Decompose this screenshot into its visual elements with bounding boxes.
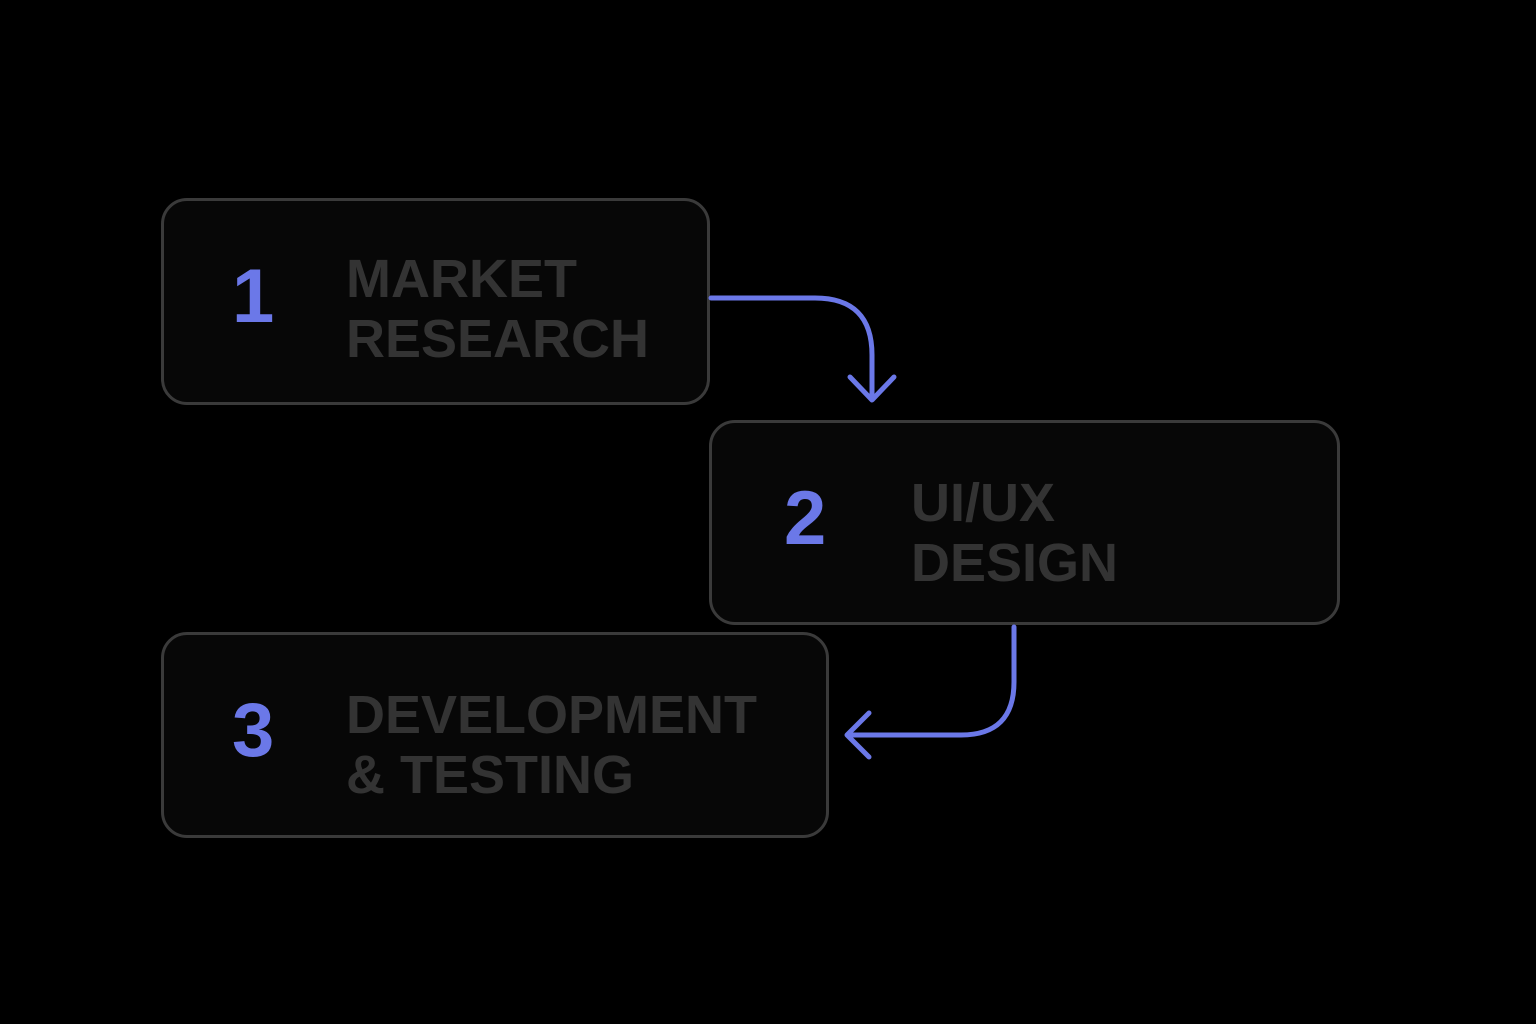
step-label: DEVELOPMENT & TESTING: [346, 685, 757, 805]
arrow-head-left: [844, 710, 872, 760]
step-number: 2: [784, 476, 827, 561]
step-box-ui-ux-design: 2 UI/UX DESIGN: [709, 420, 1340, 625]
step-number: 3: [232, 688, 275, 773]
step-box-development-testing: 3 DEVELOPMENT & TESTING: [161, 632, 829, 838]
arrow-left-icon: [844, 624, 1017, 760]
step-label-line: DEVELOPMENT: [346, 685, 758, 745]
step-label-line: UI/UX: [911, 473, 1056, 533]
connector-line-1-to-2: [708, 295, 875, 401]
connector-line-2-to-3: [845, 624, 1017, 738]
step-label-line: RESEARCH: [346, 309, 650, 369]
step-label: UI/UX DESIGN: [911, 473, 1118, 593]
step-label: MARKET RESEARCH: [346, 249, 649, 369]
step-label-line: MARKET: [346, 249, 577, 309]
step-number: 1: [232, 254, 275, 339]
step-box-market-research: 1 MARKET RESEARCH: [161, 198, 710, 405]
arrow-down-icon: [708, 295, 897, 403]
arrow-head-down: [847, 374, 897, 403]
step-label-line: & TESTING: [346, 745, 635, 805]
step-label-line: DESIGN: [911, 533, 1119, 593]
